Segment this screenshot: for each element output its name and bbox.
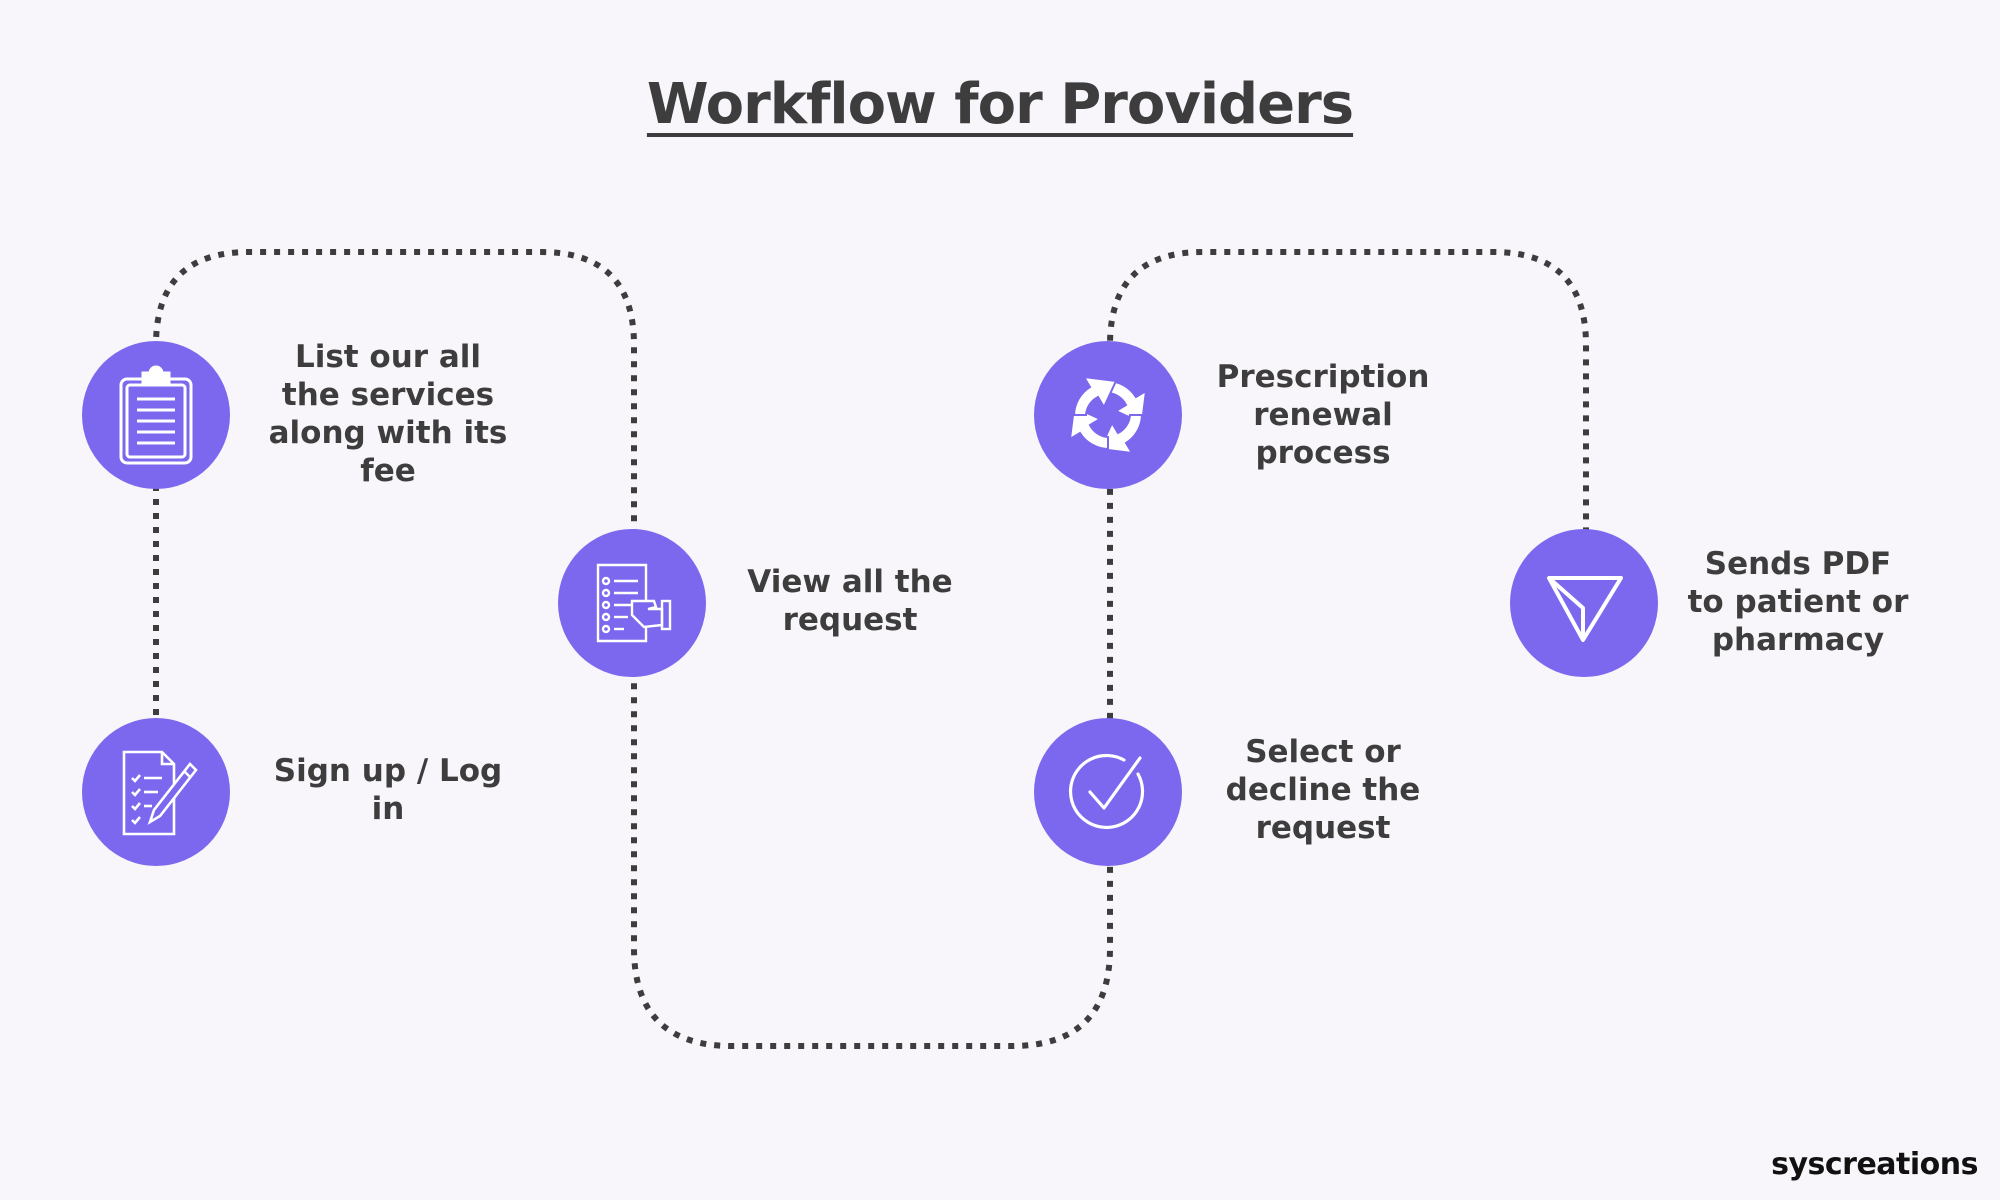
select-decline-node <box>1034 718 1182 866</box>
check-circle-icon <box>1068 753 1145 830</box>
list-services-node <box>82 341 230 489</box>
brand-logo: syscreations <box>1771 1147 1978 1182</box>
send-icon <box>1547 576 1623 642</box>
select-decline-label: Select or decline the request <box>1225 734 1421 846</box>
view-requests-label: View all the request <box>747 564 953 638</box>
cycle-arrows-icon <box>1068 375 1148 455</box>
diagram-title: Workflow for Providers <box>646 72 1354 137</box>
signup-label: Sign up / Log in <box>273 753 503 827</box>
send-pdf-label: Sends PDF to patient or pharmacy <box>1687 546 1909 658</box>
signup-node <box>82 718 230 866</box>
clipboard-icon <box>119 365 193 465</box>
document-pen-icon <box>122 750 198 836</box>
hand-document-icon <box>596 563 672 643</box>
send-pdf-node <box>1510 529 1658 677</box>
view-requests-node <box>558 529 706 677</box>
list-services-label: List our all the services along with its… <box>268 339 508 489</box>
prescription-renewal-label: Prescription renewal process <box>1216 359 1430 471</box>
prescription-renewal-node <box>1034 341 1182 489</box>
